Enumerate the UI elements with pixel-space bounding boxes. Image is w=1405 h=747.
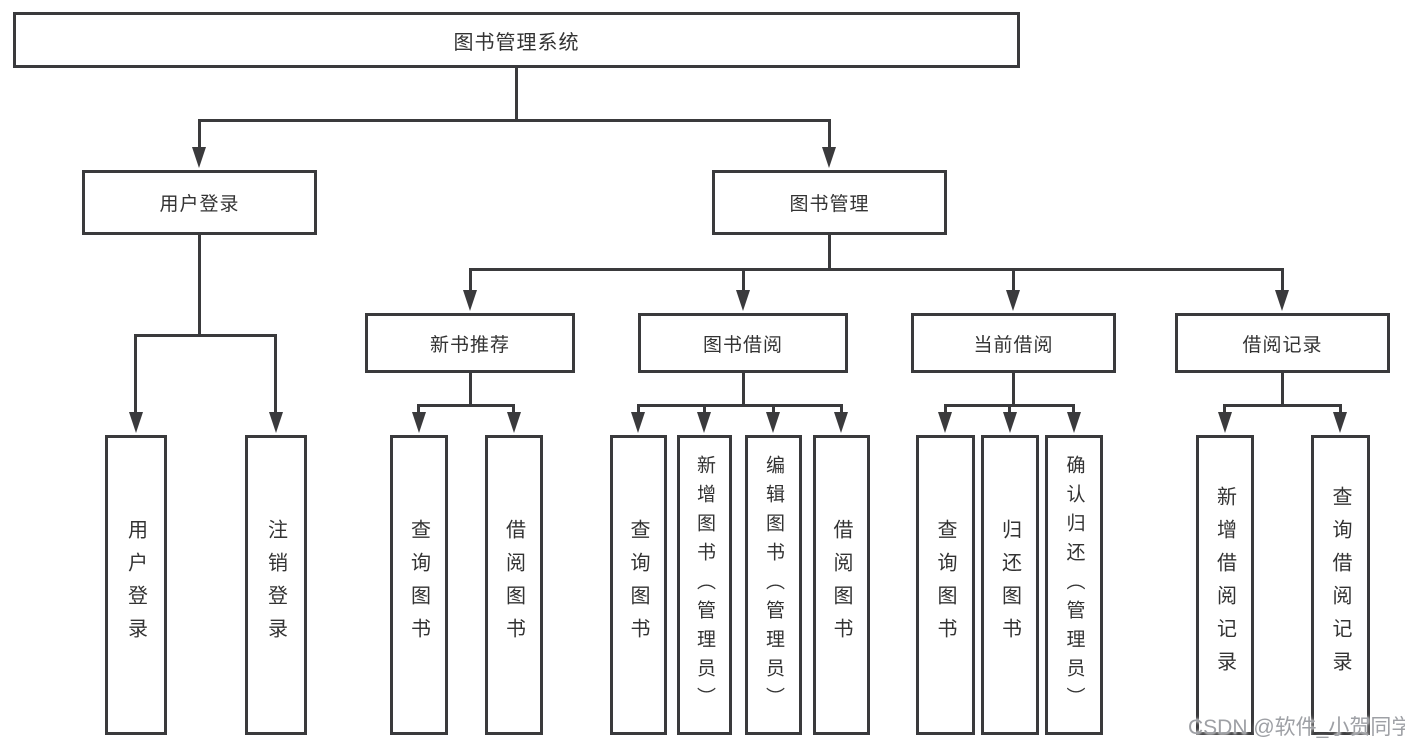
arrow-down-icon: [938, 412, 952, 433]
arrow-down-icon: [766, 412, 780, 433]
connector-line: [198, 119, 201, 149]
connector-line: [418, 404, 515, 407]
leaf-query-borrow-record: 查询借阅记录: [1311, 435, 1370, 735]
arrow-down-icon: [1003, 412, 1017, 433]
connector-line: [1223, 404, 1226, 414]
connector-line: [1072, 404, 1075, 414]
csdn-watermark: CSDN @软件_小贺同学: [1188, 716, 1405, 739]
node-label: 用户登录: [159, 194, 240, 215]
arrow-down-icon: [1275, 290, 1289, 311]
leaf-add-borrow-record: 新增借阅记录: [1196, 435, 1254, 735]
node-label: 查询图书: [934, 519, 956, 651]
arrow-down-icon: [1006, 290, 1020, 311]
connector-line: [515, 68, 518, 121]
arrow-down-icon: [1067, 412, 1081, 433]
node-label: 查询借阅记录: [1329, 486, 1351, 684]
connector-line: [134, 334, 137, 414]
leaf-query-books: 查询图书: [610, 435, 667, 735]
leaf-user-login: 用户登录: [105, 435, 167, 735]
leaf-logout: 注销登录: [245, 435, 307, 735]
connector-line: [417, 404, 420, 414]
node-label: 用户登录: [124, 519, 147, 651]
connector-line: [742, 268, 745, 292]
connector-line: [828, 119, 831, 149]
connector-line: [944, 404, 947, 414]
arrow-down-icon: [1333, 412, 1347, 433]
connector-line: [637, 404, 640, 414]
arrow-down-icon: [822, 147, 836, 168]
node-label: 当前借阅: [973, 334, 1054, 356]
leaf-add-books-admin: 新增图书（管理员）: [677, 435, 732, 735]
leaf-borrow-books: 借阅图书: [813, 435, 870, 735]
node-label: 查询图书: [627, 519, 649, 651]
arrow-down-icon: [412, 412, 426, 433]
node-label: 新书推荐: [429, 334, 510, 356]
connector-line: [1012, 268, 1015, 292]
node-book-management: 图书管理: [712, 170, 947, 235]
connector-line: [1008, 404, 1011, 414]
leaf-borrow-books: 借阅图书: [485, 435, 543, 735]
leaf-return-books: 归还图书: [981, 435, 1039, 735]
node-new-book-recommend: 新书推荐: [365, 313, 575, 373]
arrow-down-icon: [736, 290, 750, 311]
node-label: 图书管理系统: [453, 31, 580, 54]
node-label: 借阅图书: [830, 519, 852, 651]
arrow-down-icon: [129, 412, 143, 433]
connector-line: [772, 404, 775, 414]
node-borrowing-records: 借阅记录: [1175, 313, 1390, 373]
node-label: 图书借阅: [702, 334, 783, 356]
connector-line: [469, 373, 472, 406]
node-current-borrowing: 当前借阅: [911, 313, 1116, 373]
node-book-borrowing: 图书借阅: [638, 313, 848, 373]
connector-line: [198, 235, 201, 336]
connector-line: [1012, 373, 1015, 406]
connector-line: [742, 373, 745, 406]
leaf-query-books: 查询图书: [390, 435, 448, 735]
connector-line: [134, 334, 277, 337]
leaf-query-books: 查询图书: [916, 435, 975, 735]
node-root-library-system: 图书管理系统: [13, 12, 1020, 68]
connector-line: [1224, 404, 1342, 407]
node-label: 图书管理: [789, 194, 870, 215]
node-label: 归还图书: [998, 519, 1021, 651]
arrow-down-icon: [1218, 412, 1232, 433]
arrow-down-icon: [463, 290, 477, 311]
connector-line: [469, 268, 472, 292]
connector-line: [840, 404, 843, 414]
node-label: 新增借阅记录: [1213, 486, 1236, 684]
connector-line: [1281, 268, 1284, 292]
node-user-login: 用户登录: [82, 170, 317, 235]
node-label: 编辑图书（管理员）: [763, 454, 784, 716]
node-label: 注销登录: [264, 519, 287, 651]
arrow-down-icon: [631, 412, 645, 433]
connector-line: [274, 334, 277, 414]
connector-line: [512, 404, 515, 414]
connector-line: [469, 268, 1284, 271]
connector-line: [1281, 373, 1284, 406]
arrow-down-icon: [507, 412, 521, 433]
leaf-confirm-return-admin: 确认归还（管理员）: [1045, 435, 1103, 735]
node-label: 借阅记录: [1242, 334, 1323, 356]
node-label: 查询图书: [407, 519, 430, 651]
connector-line: [1339, 404, 1342, 414]
node-label: 新增图书（管理员）: [694, 454, 715, 716]
arrow-down-icon: [269, 412, 283, 433]
node-label: 借阅图书: [502, 519, 525, 651]
leaf-edit-books-admin: 编辑图书（管理员）: [745, 435, 802, 735]
connector-line: [637, 404, 843, 407]
arrow-down-icon: [697, 412, 711, 433]
connector-line: [703, 404, 706, 414]
connector-line: [828, 235, 831, 270]
connector-line: [198, 119, 831, 122]
arrow-down-icon: [834, 412, 848, 433]
node-label: 确认归还（管理员）: [1063, 454, 1085, 716]
arrow-down-icon: [192, 147, 206, 168]
